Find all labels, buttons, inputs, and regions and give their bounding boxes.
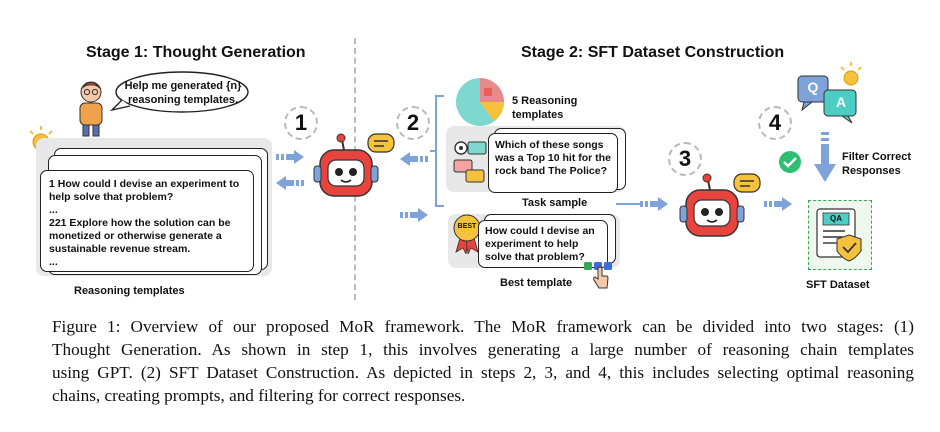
task-sample-label: Task sample: [522, 197, 588, 209]
caption-line-2: Thought Generation. As shown in step 1, …: [52, 340, 914, 359]
task-card: Which of these songs was a Top 10 hit fo…: [488, 133, 618, 193]
hand-pointer-icon: [592, 266, 610, 295]
caption-line-4: chains, creating prompts, and filtering …: [52, 386, 466, 405]
sft-dataset-box: QA: [808, 200, 872, 270]
step-1-marker: 1: [284, 106, 318, 140]
flow-connector: [616, 190, 676, 225]
arrow-left-icon: [400, 152, 430, 166]
best-template-label: Best template: [500, 277, 573, 289]
best-badge-text: BEST: [457, 223, 477, 230]
pie-chart-icon: [454, 76, 506, 133]
caption-line-3: using GPT. (2) SFT Dataset Construction.…: [52, 363, 914, 382]
best-badge-icon: BEST: [452, 214, 482, 259]
filter-label: Filter Correct Responses: [842, 151, 912, 177]
template-card-front: 1 How could I devise an experiment to he…: [40, 170, 254, 272]
filter-arrow-down-icon: [814, 132, 836, 189]
stage2-title: Stage 2: SFT Dataset Construction: [521, 44, 785, 61]
qa-letters: QA: [830, 214, 842, 223]
a-letter: A: [835, 94, 847, 110]
task-question: Which of these songs was a Top 10 hit fo…: [495, 139, 611, 177]
sft-dataset-label: SFT Dataset: [806, 279, 870, 291]
figure-caption: Figure 1: Overview of our proposed MoR f…: [52, 315, 914, 407]
arrow-left-icon: [276, 176, 306, 190]
template-line-1: 1 How could I devise an experiment to he…: [49, 178, 240, 203]
arrow-right-icon: [276, 150, 306, 164]
caption-line-1: Figure 1: Overview of our proposed MoR f…: [52, 317, 914, 336]
person-icon: [74, 76, 108, 143]
arrow-right-icon: [640, 197, 670, 211]
step-3-marker: 3: [668, 142, 702, 176]
speech-bubble: Help me generated {n} reasoning template…: [110, 70, 250, 116]
step-2-marker: 2: [396, 106, 430, 140]
bracket-connector: [430, 92, 670, 217]
robot-icon: [312, 130, 396, 213]
best-text: How could I devise an experiment to help…: [485, 225, 595, 263]
check-circle-icon: [778, 150, 802, 179]
templates-label: Reasoning templates: [74, 285, 185, 297]
step-4-marker: 4: [758, 106, 792, 140]
stage1-title: Stage 1: Thought Generation: [86, 44, 306, 61]
best-card: How could I devise an experiment to help…: [478, 220, 608, 268]
five-templates-label: 5 Reasoning templates: [512, 95, 578, 121]
q-letter: Q: [807, 79, 819, 95]
robot-icon: [678, 170, 762, 253]
qa-chat-icon: Q A: [796, 62, 866, 129]
settings-icon: [452, 140, 488, 189]
arrow-right-icon: [764, 197, 794, 211]
template-line-2: 221 Explore how the solution can be mone…: [49, 217, 231, 255]
template-ellipsis-a: ...: [49, 204, 58, 216]
arrow-right-icon: [400, 208, 430, 222]
template-ellipsis-b: ...: [49, 256, 58, 268]
speech-text: Help me generated {n} reasoning template…: [124, 80, 242, 106]
